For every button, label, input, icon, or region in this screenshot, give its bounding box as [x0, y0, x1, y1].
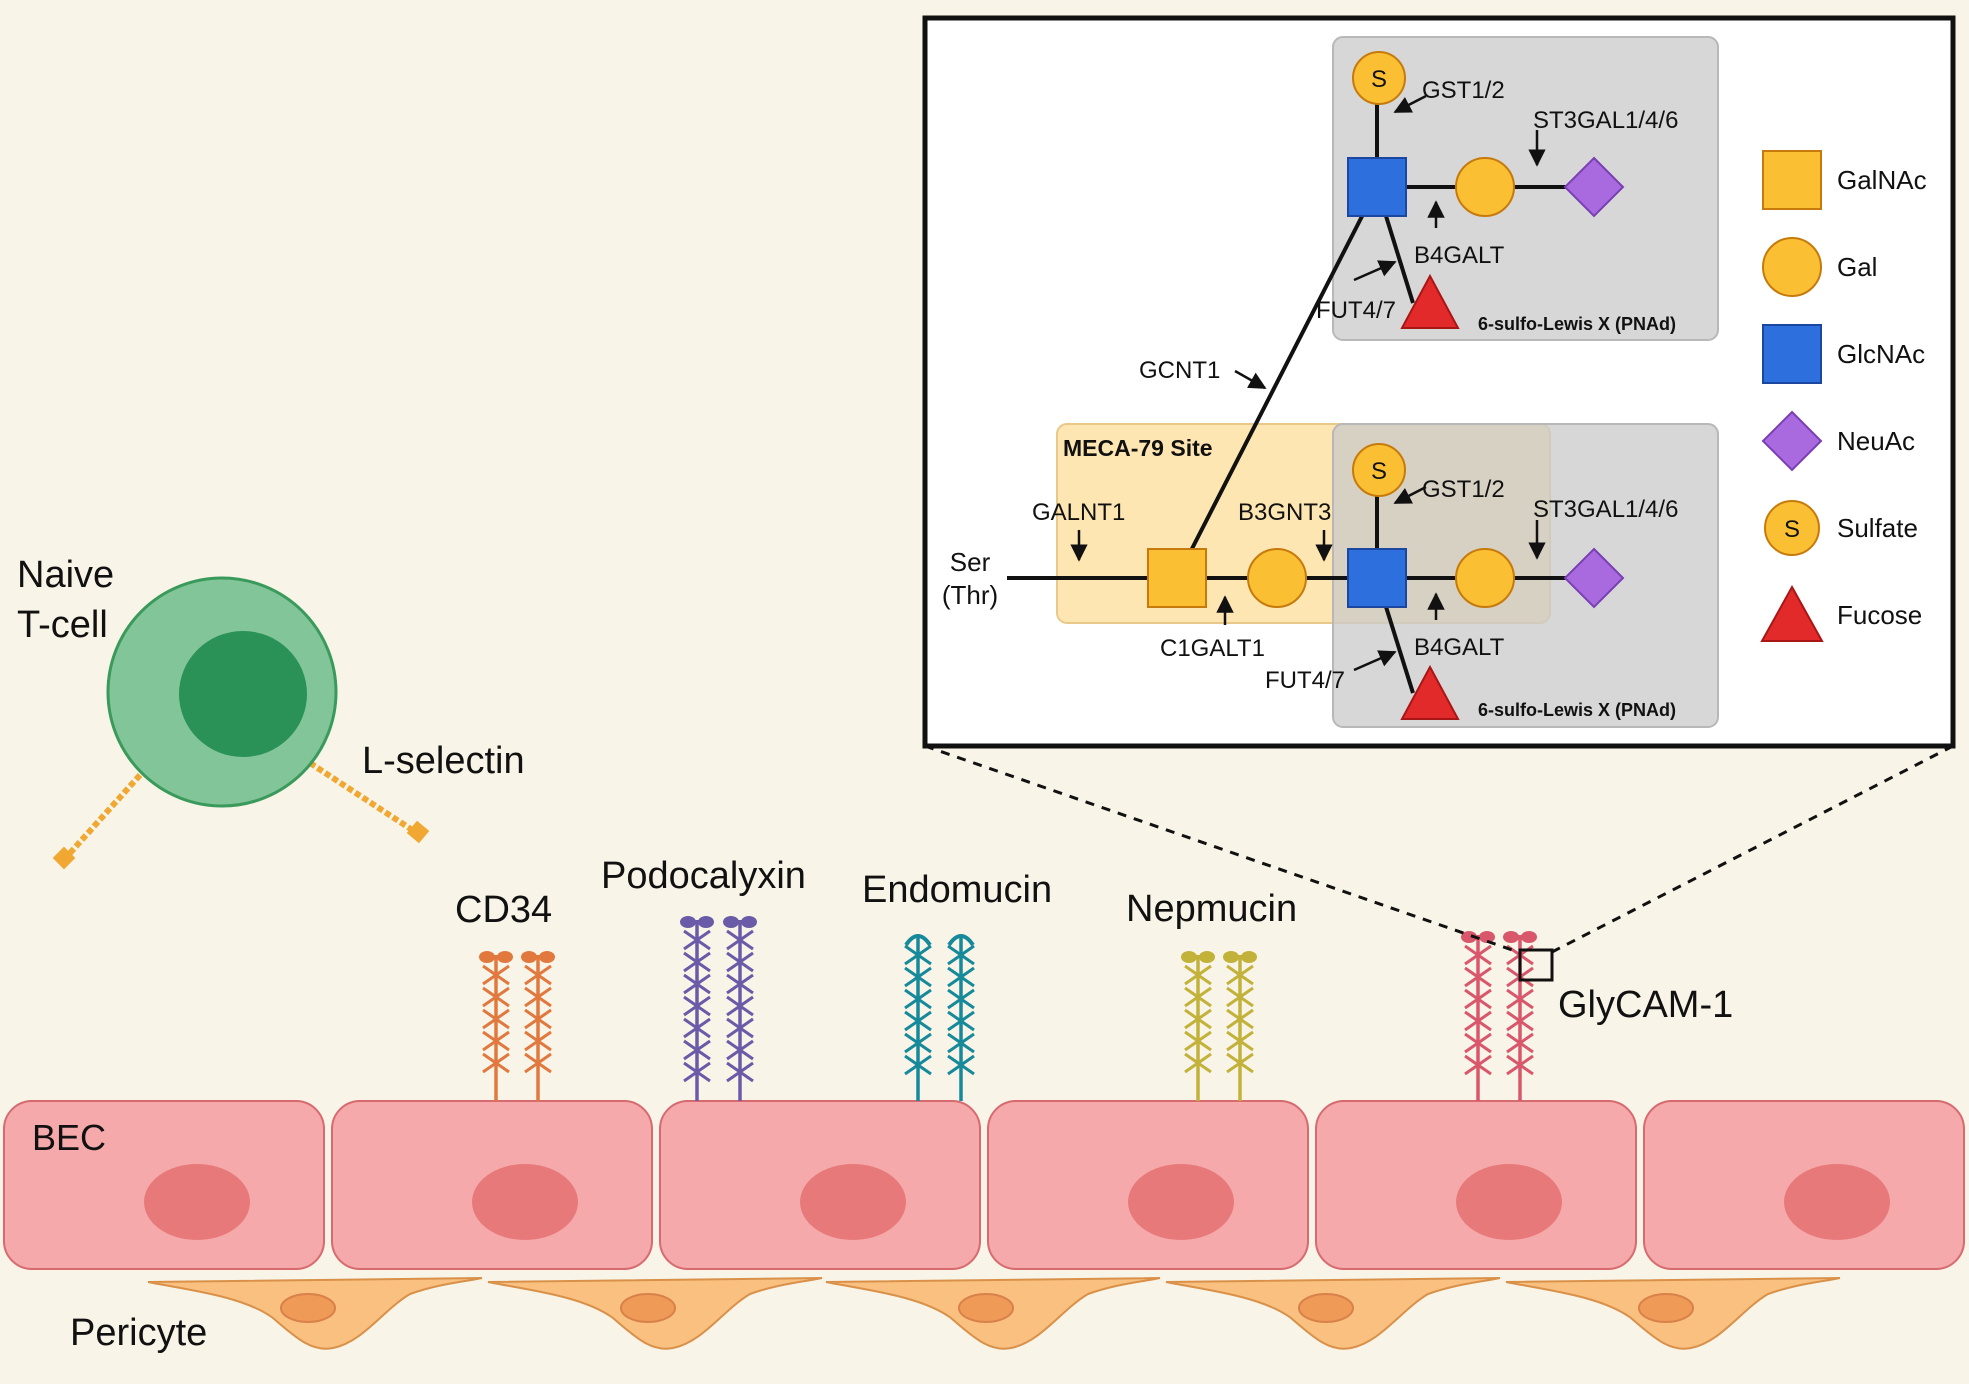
nepmucin-molecule-1 — [1181, 951, 1215, 1101]
meca79-site-label: MECA-79 Site — [1063, 435, 1213, 461]
fut-lower-label: FUT4/7 — [1265, 667, 1345, 694]
legend-sulfate-icon — [1764, 500, 1820, 556]
fut-upper-label: FUT4/7 — [1316, 297, 1396, 324]
st3gal-upper-label: ST3GAL1/4/6 — [1533, 107, 1678, 134]
cd34-molecule-1 — [479, 951, 513, 1101]
legend-neuac-label: NeuAc — [1837, 426, 1915, 456]
pericyte-nucleus-2 — [620, 1293, 676, 1323]
fucose-upper — [1400, 273, 1460, 329]
t-cell-label-line1: Naive — [17, 554, 114, 596]
sulfate-upper — [1352, 51, 1406, 105]
legend-gal-icon — [1762, 237, 1822, 297]
b4galt-lower-label: B4GALT — [1414, 634, 1505, 661]
galnt1-label: GALNT1 — [1032, 499, 1125, 526]
st3gal-lower-label: ST3GAL1/4/6 — [1533, 496, 1678, 523]
glcnac-upper — [1347, 157, 1407, 217]
fucose-lower — [1400, 664, 1460, 720]
b3gnt3-label: B3GNT3 — [1238, 499, 1331, 526]
pericyte-nucleus-3 — [958, 1293, 1014, 1323]
galnac-core — [1147, 548, 1207, 608]
t-cell-nucleus — [179, 631, 307, 757]
glycam1-molecule-1 — [1461, 931, 1495, 1101]
lower-chain-residues: S — [1147, 443, 1625, 720]
naive-t-cell — [52, 576, 430, 870]
pericyte-nucleus-1 — [280, 1293, 336, 1323]
gal-upper — [1455, 157, 1515, 217]
pericyte-label: Pericyte — [70, 1312, 207, 1354]
bec-nucleus-6 — [1784, 1164, 1890, 1240]
legend-item-glcnac: GlcNAc — [1762, 324, 1925, 384]
neuac-upper — [1563, 156, 1625, 218]
legend-item-sulfate: S Sulfate — [1764, 500, 1918, 556]
ser-label: Ser — [950, 547, 991, 577]
gst-lower-label: GST1/2 — [1422, 476, 1505, 503]
cd34-molecule-2 — [521, 951, 555, 1101]
sulfate-lower-symbol: S — [1371, 458, 1387, 485]
pnad-lower-label: 6-sulfo-Lewis X (PNAd) — [1478, 700, 1676, 720]
glcnac-lower — [1347, 548, 1407, 608]
endomucin-molecule-1 — [904, 934, 932, 1101]
cd34-label: CD34 — [455, 889, 552, 931]
glycam1-label: GlyCAM-1 — [1558, 984, 1733, 1026]
zoom-line-right — [1551, 744, 1954, 954]
legend-galnac-label: GalNAc — [1837, 165, 1927, 195]
legend-glcnac-icon — [1762, 324, 1822, 384]
nepmucin-molecule-2 — [1223, 951, 1257, 1101]
pnad-upper-label: 6-sulfo-Lewis X (PNAd) — [1478, 314, 1676, 334]
l-selectin-left — [52, 772, 143, 870]
bec-nucleus-3 — [800, 1164, 906, 1240]
legend-sulfate-symbol: S — [1784, 516, 1800, 543]
legend-sulfate-label: Sulfate — [1837, 513, 1918, 543]
mucin-layer — [479, 916, 1537, 1101]
bec-nucleus-2 — [472, 1164, 578, 1240]
pericyte-nucleus-4 — [1298, 1293, 1354, 1323]
neuac-lower — [1563, 547, 1625, 609]
l-selectin-label: L-selectin — [362, 740, 525, 782]
pericyte-layer — [147, 1277, 1841, 1350]
b4galt-upper-label: B4GALT — [1414, 242, 1505, 269]
bec-nucleus-5 — [1456, 1164, 1562, 1240]
upper-branch-residues: S — [1347, 51, 1625, 329]
legend-galnac-icon — [1762, 150, 1822, 210]
enzyme-arrows — [1070, 94, 1546, 672]
c1galt1-label: C1GALT1 — [1160, 635, 1265, 662]
endomucin-label: Endomucin — [862, 869, 1052, 911]
bec-nucleus-1 — [144, 1164, 250, 1240]
legend-item-gal: Gal — [1762, 237, 1877, 297]
gal-lower — [1455, 548, 1515, 608]
sulfate-lower — [1352, 443, 1406, 497]
t-cell-label-line2: T-cell — [17, 604, 108, 646]
zoom-box — [1518, 948, 1554, 982]
legend-fucose-label: Fucose — [1837, 600, 1922, 630]
thr-label: (Thr) — [942, 580, 998, 610]
legend-item-neuac: NeuAc — [1761, 410, 1915, 472]
zoom-line-left — [924, 744, 1519, 954]
gcnt1-label: GCNT1 — [1139, 357, 1220, 384]
legend-glcnac-label: GlcNAc — [1837, 339, 1925, 369]
legend-item-galnac: GalNAc — [1762, 150, 1927, 210]
legend-item-fucose: Fucose — [1760, 584, 1922, 642]
gal-core — [1247, 548, 1307, 608]
podocalyxin-label: Podocalyxin — [601, 855, 806, 897]
bec-nucleus-4 — [1128, 1164, 1234, 1240]
sulfate-upper-symbol: S — [1371, 66, 1387, 93]
pericyte-nucleus-5 — [1638, 1293, 1694, 1323]
podocalyxin-molecule-2 — [723, 916, 757, 1101]
legend-fucose-icon — [1760, 584, 1824, 642]
bec-label: BEC — [32, 1117, 106, 1158]
legend-neuac-icon — [1761, 410, 1823, 472]
pnad-box-bottom — [1332, 423, 1719, 728]
legend-gal-label: Gal — [1837, 252, 1877, 282]
nepmucin-label: Nepmucin — [1126, 888, 1297, 930]
glycan-inset: S S — [922, 15, 1956, 749]
endomucin-molecule-2 — [947, 934, 975, 1101]
podocalyxin-molecule-1 — [680, 916, 714, 1101]
gst-upper-label: GST1/2 — [1422, 77, 1505, 104]
bec-layer — [3, 1100, 1965, 1270]
l-selectin-right — [308, 760, 430, 844]
